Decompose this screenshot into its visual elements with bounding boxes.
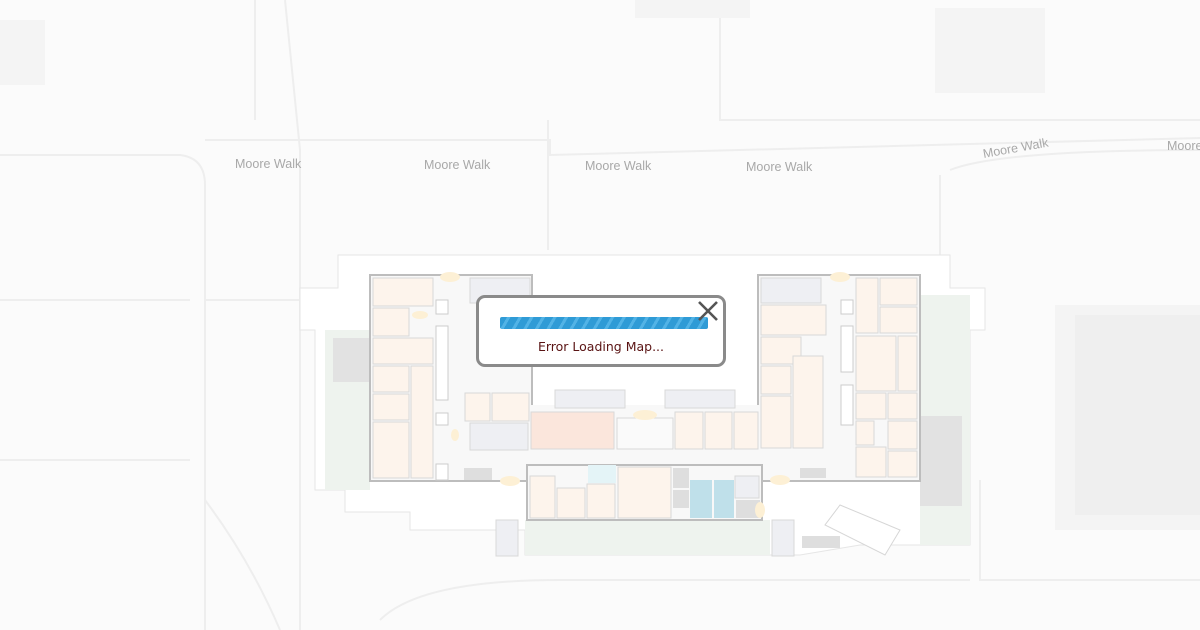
street-label: Moore Walk [585, 159, 652, 173]
street-label: Moore Walk [746, 160, 813, 174]
error-message: Error Loading Map... [537, 339, 665, 354]
street-label: Moore Walk [235, 157, 302, 171]
error-dialog: Error Loading Map... [476, 295, 726, 367]
street-label: Moore Walk [424, 158, 491, 172]
close-icon[interactable] [696, 299, 720, 323]
loading-progress-bar [500, 317, 708, 329]
street-label: Moore Walk [1167, 139, 1200, 153]
